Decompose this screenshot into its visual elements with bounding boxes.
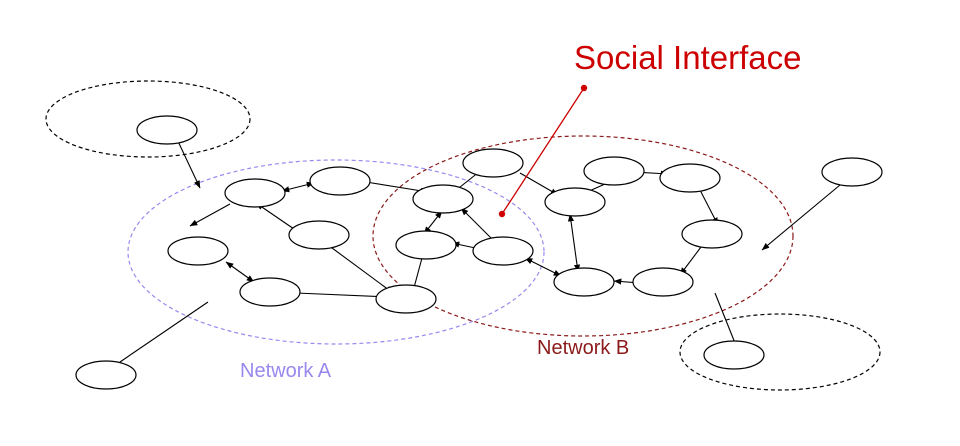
node	[75, 360, 137, 390]
outer-network-bottom-right	[679, 313, 881, 391]
edge	[281, 181, 315, 193]
edge	[327, 244, 394, 294]
node	[375, 284, 437, 314]
edge	[699, 189, 719, 226]
node	[544, 187, 606, 217]
node	[412, 184, 474, 214]
edge	[679, 242, 705, 276]
social-interface-title: Social Interface	[574, 39, 801, 76]
node	[632, 267, 694, 297]
social-interface-pointer-dot-bottom	[498, 210, 506, 218]
network-b-label: Network B	[537, 337, 629, 359]
node	[167, 236, 229, 266]
node	[659, 163, 721, 193]
edge	[567, 213, 581, 273]
node	[681, 219, 743, 249]
node	[553, 267, 615, 297]
network-b-boundary	[372, 135, 794, 337]
node	[703, 340, 765, 370]
edge	[175, 136, 201, 189]
edge	[255, 202, 295, 230]
node	[136, 115, 198, 145]
node	[472, 236, 534, 266]
edge	[761, 179, 847, 251]
edge	[519, 172, 559, 196]
node	[309, 166, 371, 196]
edge	[295, 292, 391, 300]
node	[583, 156, 645, 186]
edge	[119, 301, 209, 363]
edge	[225, 261, 255, 283]
node	[224, 178, 286, 208]
node	[239, 277, 301, 307]
nodes	[75, 115, 883, 390]
edge	[365, 181, 429, 194]
node	[395, 230, 457, 260]
network-a-boundary	[127, 159, 545, 345]
social-interface-pointer-dot-top	[580, 84, 588, 92]
edge	[714, 292, 738, 349]
social-interface-pointer	[501, 87, 585, 215]
node	[288, 220, 350, 250]
edge	[189, 203, 231, 227]
edge	[524, 257, 562, 277]
node	[462, 148, 524, 178]
outer-network-top-left	[45, 80, 251, 158]
node	[821, 157, 883, 187]
edge	[423, 210, 443, 235]
network-a-label: Network A	[240, 360, 332, 382]
